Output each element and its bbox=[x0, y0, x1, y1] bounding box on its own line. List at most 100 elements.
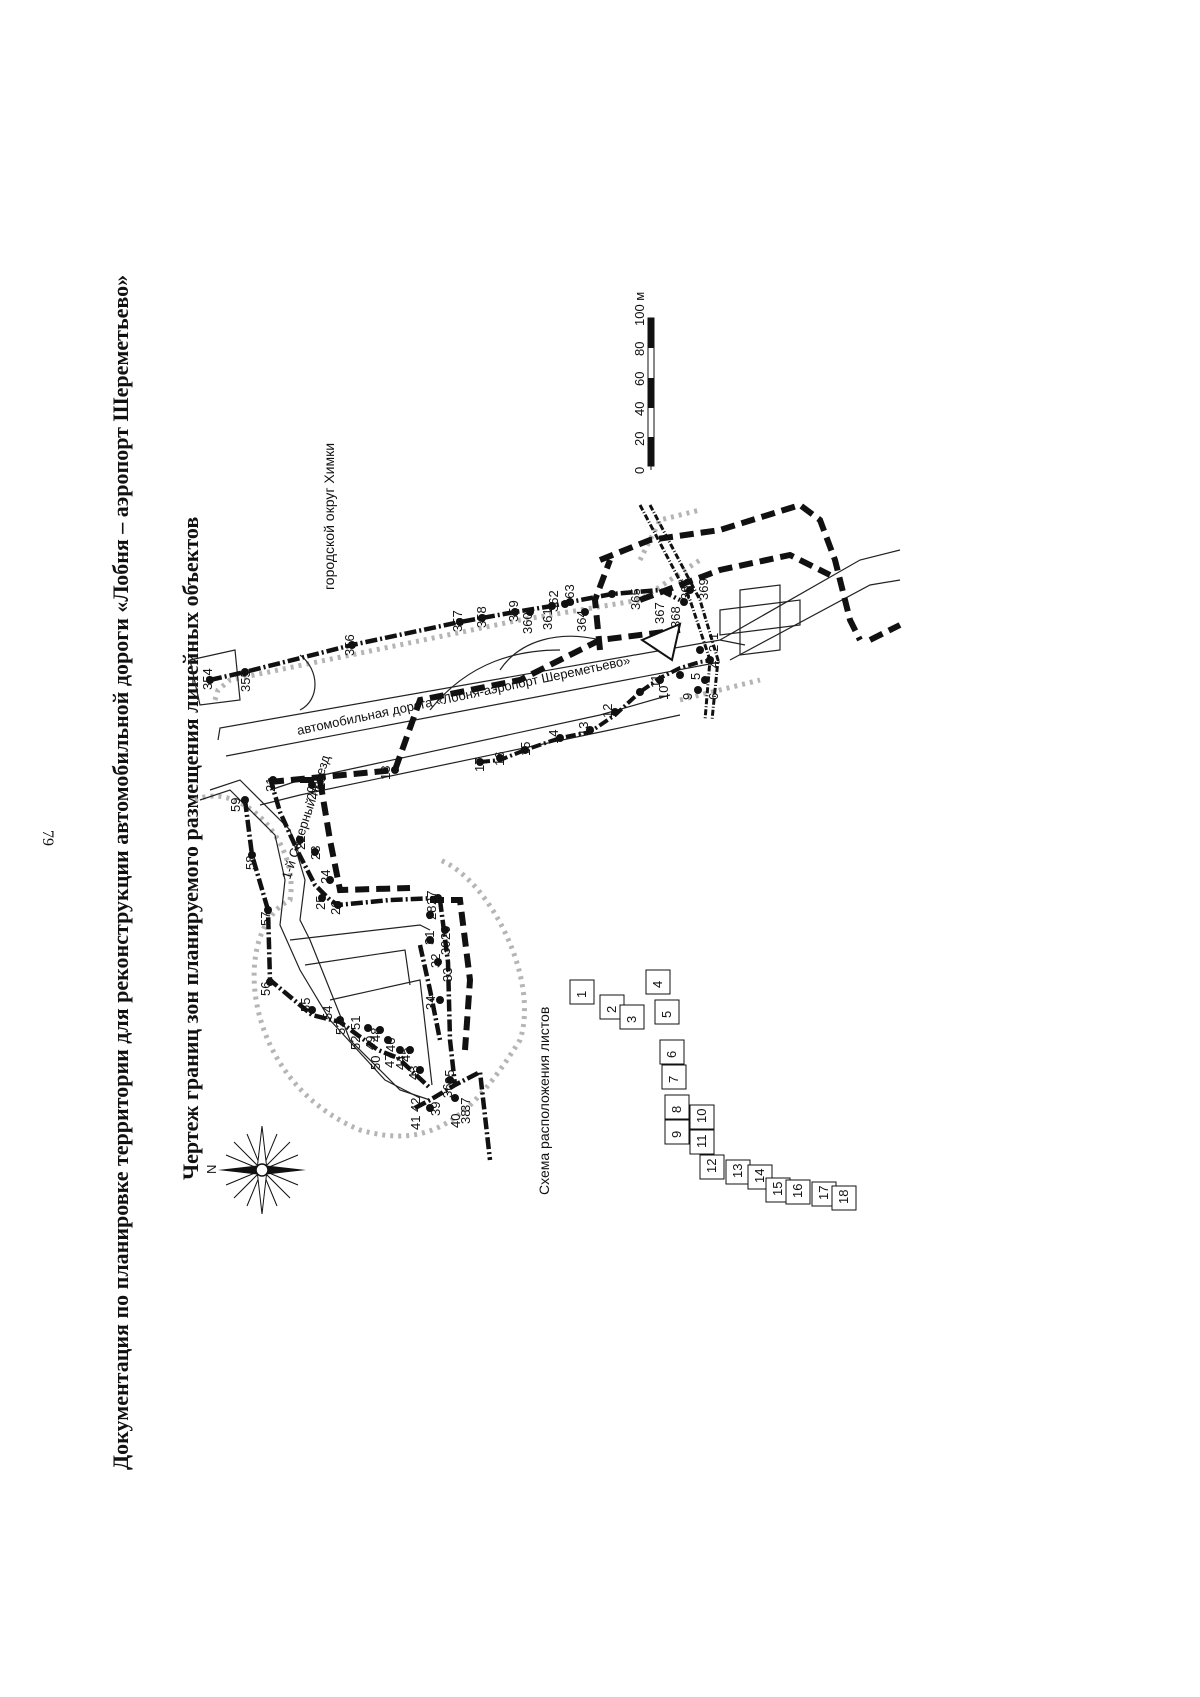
sheet-number-2: 2 bbox=[604, 1006, 619, 1013]
point-label-9: 9 bbox=[680, 693, 695, 700]
point-label-363: 363 bbox=[562, 584, 577, 606]
point-label-356: 356 bbox=[342, 634, 357, 656]
point-label-39: 39 bbox=[428, 1102, 443, 1116]
point-label-369: 369 bbox=[696, 578, 711, 600]
zone-halo bbox=[193, 507, 761, 1139]
point-label-13: 13 bbox=[576, 722, 591, 736]
point-label-14: 14 bbox=[546, 730, 561, 744]
point-label-1: 1 bbox=[706, 633, 721, 640]
point-label-47: 47 bbox=[382, 1054, 397, 1068]
scale-tick-label: 80 bbox=[632, 342, 647, 356]
point-label-55: 55 bbox=[298, 998, 313, 1012]
scale-tick-label: 0 bbox=[632, 467, 647, 474]
point-label-50: 50 bbox=[368, 1056, 383, 1070]
point-label-48: 48 bbox=[368, 1028, 383, 1042]
point-label-10: 10 bbox=[656, 686, 671, 700]
point-label-33: 33 bbox=[440, 968, 455, 982]
point-label-2: 2 bbox=[706, 645, 721, 652]
point-label-362: 362 bbox=[546, 590, 561, 612]
sheet-box-9 bbox=[664, 1119, 690, 1145]
point-label-28: 28 bbox=[424, 906, 439, 920]
point-label-51: 51 bbox=[348, 1016, 363, 1030]
sheet-box-7 bbox=[661, 1064, 687, 1090]
point-label-42: 42 bbox=[408, 1098, 423, 1112]
sheet-number-17: 17 bbox=[816, 1186, 831, 1200]
sheet-number-11: 11 bbox=[694, 1135, 709, 1149]
point-label-4: 4 bbox=[706, 661, 721, 668]
sheet-number-8: 8 bbox=[669, 1106, 684, 1113]
point-label-38: 38 bbox=[458, 1110, 473, 1124]
sheet-box-4 bbox=[645, 969, 671, 995]
point-label-5: 5 bbox=[688, 673, 703, 680]
sheet-box-11 bbox=[689, 1129, 715, 1155]
point-label-19: 19 bbox=[313, 776, 328, 790]
point-label-53: 53 bbox=[333, 1021, 348, 1035]
point-label-41: 41 bbox=[408, 1116, 423, 1130]
point-label-366: 366 bbox=[678, 578, 693, 600]
point-label-30: 30 bbox=[438, 941, 453, 955]
point-label-12: 12 bbox=[600, 704, 615, 718]
point-label-44: 44 bbox=[393, 1056, 408, 1070]
point-label-355: 355 bbox=[238, 670, 253, 692]
point-label-27: 27 bbox=[424, 891, 439, 905]
sheet-scheme-title: Схема расположения листов bbox=[536, 1007, 552, 1195]
survey-points bbox=[206, 586, 714, 1112]
point-label-368: 368 bbox=[668, 606, 683, 628]
compass-north-label: N bbox=[204, 1165, 219, 1174]
point-label-24: 24 bbox=[318, 870, 333, 884]
sheet-number-5: 5 bbox=[659, 1011, 674, 1018]
point-label-37: 37 bbox=[458, 1098, 473, 1112]
point-label-23: 23 bbox=[308, 846, 323, 860]
sheet-box-3 bbox=[619, 1004, 645, 1030]
sheet-box-16 bbox=[785, 1179, 811, 1205]
survey-triangle bbox=[639, 622, 682, 662]
point-label-18: 18 bbox=[378, 766, 393, 780]
boundary-dashed bbox=[269, 501, 902, 1051]
point-label-31: 31 bbox=[422, 931, 437, 945]
point-label-25: 25 bbox=[313, 896, 328, 910]
sheet-box-18 bbox=[831, 1185, 857, 1211]
sheet-number-6: 6 bbox=[664, 1051, 679, 1058]
point-label-45: 45 bbox=[398, 1048, 413, 1062]
point-label-40: 40 bbox=[448, 1114, 463, 1128]
point-label-15: 15 bbox=[518, 742, 533, 756]
sheet-number-14: 14 bbox=[752, 1169, 767, 1183]
point-label-364: 364 bbox=[574, 610, 589, 632]
sheet-number-18: 18 bbox=[836, 1190, 851, 1204]
sheet-box-5 bbox=[654, 999, 680, 1025]
point-label-54: 54 bbox=[320, 1006, 335, 1020]
point-label-21: 21 bbox=[263, 778, 278, 792]
point-label-46: 46 bbox=[383, 1038, 398, 1052]
point-label-6: 6 bbox=[706, 693, 721, 700]
sheet-box-1 bbox=[569, 979, 595, 1005]
sheet-number-16: 16 bbox=[790, 1184, 805, 1198]
sheet-box-10 bbox=[689, 1104, 715, 1130]
point-label-22: 22 bbox=[293, 836, 308, 850]
scale-tick-label: 60 bbox=[632, 372, 647, 386]
point-label-17: 17 bbox=[472, 758, 487, 772]
point-label-34: 34 bbox=[423, 996, 438, 1010]
point-label-358: 358 bbox=[474, 606, 489, 628]
point-label-43: 43 bbox=[406, 1066, 421, 1080]
point-label-32: 32 bbox=[428, 954, 443, 968]
point-label-59: 59 bbox=[228, 798, 243, 812]
sheet-box-12 bbox=[699, 1154, 725, 1180]
point-label-359: 359 bbox=[506, 600, 521, 622]
point-label-367: 367 bbox=[652, 602, 667, 624]
sheet-box-6 bbox=[659, 1039, 685, 1065]
point-label-360: 360 bbox=[520, 612, 535, 634]
compass-rose-icon: N bbox=[204, 1125, 306, 1215]
street-label: 1-й Северный проезд bbox=[279, 753, 333, 881]
point-label-56: 56 bbox=[258, 982, 273, 996]
point-label-52: 52 bbox=[348, 1036, 363, 1050]
scale-tick-label: 100 м bbox=[632, 292, 647, 326]
point-label-49: 49 bbox=[363, 1036, 378, 1050]
point-label-58: 58 bbox=[243, 856, 258, 870]
sheet-number-1: 1 bbox=[574, 991, 589, 998]
sheet-number-15: 15 bbox=[770, 1182, 785, 1196]
sheet-scheme: Схема расположения листов 12345678910111… bbox=[536, 969, 857, 1211]
point-label-357: 357 bbox=[450, 610, 465, 632]
